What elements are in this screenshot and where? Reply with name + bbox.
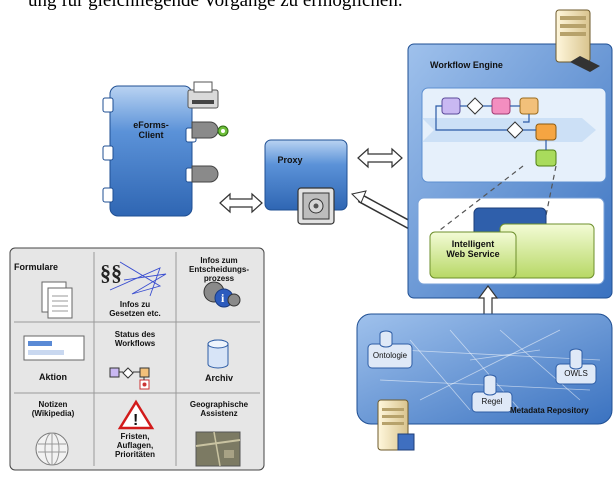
wikipedia-globe-icon [35, 432, 69, 466]
web-service-label: Intelligent Web Service [446, 239, 500, 260]
grid-cell-notizen: Notizen (Wikipedia) [31, 400, 75, 419]
satellite-map-icon [195, 431, 241, 467]
form-action-icon [23, 335, 85, 361]
grid-cell-entscheidung: Infos zum Entscheidungs- prozess [188, 256, 249, 284]
proxy-label: Proxy [277, 155, 303, 165]
grid-cell-geographisch: Geographische Assistenz [189, 400, 249, 419]
svg-text:!: ! [133, 412, 138, 429]
metadata-repository-label: Metadata Repository [510, 406, 589, 415]
caption-text: ung für gleichliegende Vorgänge zu ermög… [28, 0, 403, 11]
workflow-status-icon [109, 367, 150, 390]
owls-label: OWLS [564, 369, 588, 378]
grid-cell-workflow-status: Status des Workflows [114, 330, 156, 349]
grid-cell-formulare: Formulare [14, 262, 59, 272]
arrow-eforms-proxy [219, 192, 263, 214]
grid-cell-archiv: Archiv [204, 373, 233, 383]
document-icon [41, 281, 73, 319]
info-gear-icon: i [203, 281, 241, 308]
plug-icon [191, 165, 219, 183]
svg-text:i: i [221, 291, 225, 305]
arrow-proxy-workflow [357, 147, 403, 169]
grid-cell-aktion: Aktion [39, 372, 67, 382]
eforms-client [102, 81, 229, 217]
workflow-engine [407, 9, 613, 299]
workflow-engine-label: Workflow Engine [430, 60, 503, 70]
proxy-box [264, 139, 348, 225]
server-icon [555, 9, 600, 72]
gear-plug-icon [191, 121, 229, 139]
info-grid: §§ i [9, 247, 265, 471]
regel-label: Regel [481, 397, 503, 406]
safe-icon [297, 187, 335, 225]
svg-text:§§: §§ [100, 260, 122, 285]
grid-cell-gesetze: Infos zu Gesetzen etc. [109, 300, 161, 319]
repository-server-icon [377, 399, 415, 451]
law-paragraph-icon: §§ [100, 260, 167, 297]
printer-icon [187, 81, 219, 109]
grid-cell-fristen: Fristen, Auflagen, Prioritäten [114, 432, 155, 460]
archive-database-icon [207, 339, 229, 369]
metadata-repository [356, 313, 613, 451]
eforms-client-label: eForms- Client [133, 120, 169, 141]
warning-icon: ! [117, 399, 155, 430]
ontologie-label: Ontologie [372, 351, 408, 360]
